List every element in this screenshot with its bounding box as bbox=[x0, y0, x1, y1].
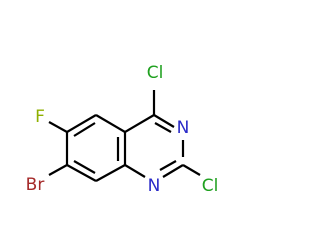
bond-c7-br bbox=[48, 164, 68, 176]
bonds bbox=[48, 90, 201, 182]
molecule-structure: Cl N Cl N F Br bbox=[0, 0, 250, 250]
atom-labels: Cl N Cl N F Br bbox=[26, 63, 219, 196]
bond-c4-n3-double bbox=[154, 122, 172, 133]
bond-c6-c5 bbox=[66, 114, 97, 133]
bond-c2-n1-double bbox=[159, 160, 177, 171]
bond-c4-n3 bbox=[153, 114, 175, 128]
chlorine-right-label: Cl bbox=[202, 176, 219, 196]
bond-c5-c4a bbox=[95, 114, 126, 133]
bond-inner-c6-c5 bbox=[73, 122, 96, 137]
bond-c4a-c4 bbox=[124, 114, 155, 133]
chlorine-top-label: Cl bbox=[147, 63, 164, 83]
bond-c2-n1 bbox=[162, 164, 184, 178]
bond-c8a-c8 bbox=[95, 164, 126, 182]
bond-n1-c8a bbox=[124, 164, 146, 178]
fluorine-label: F bbox=[35, 107, 45, 127]
bond-c8-c7 bbox=[66, 164, 97, 182]
nitrogen-upper-label: N bbox=[177, 118, 190, 138]
bond-c6-f bbox=[48, 121, 68, 133]
bond-inner-c8-c7 bbox=[73, 160, 96, 174]
nitrogen-lower-label: N bbox=[148, 176, 161, 196]
background bbox=[0, 0, 250, 250]
bromine-label: Br bbox=[26, 175, 45, 195]
bond-c2-cl bbox=[182, 164, 201, 176]
